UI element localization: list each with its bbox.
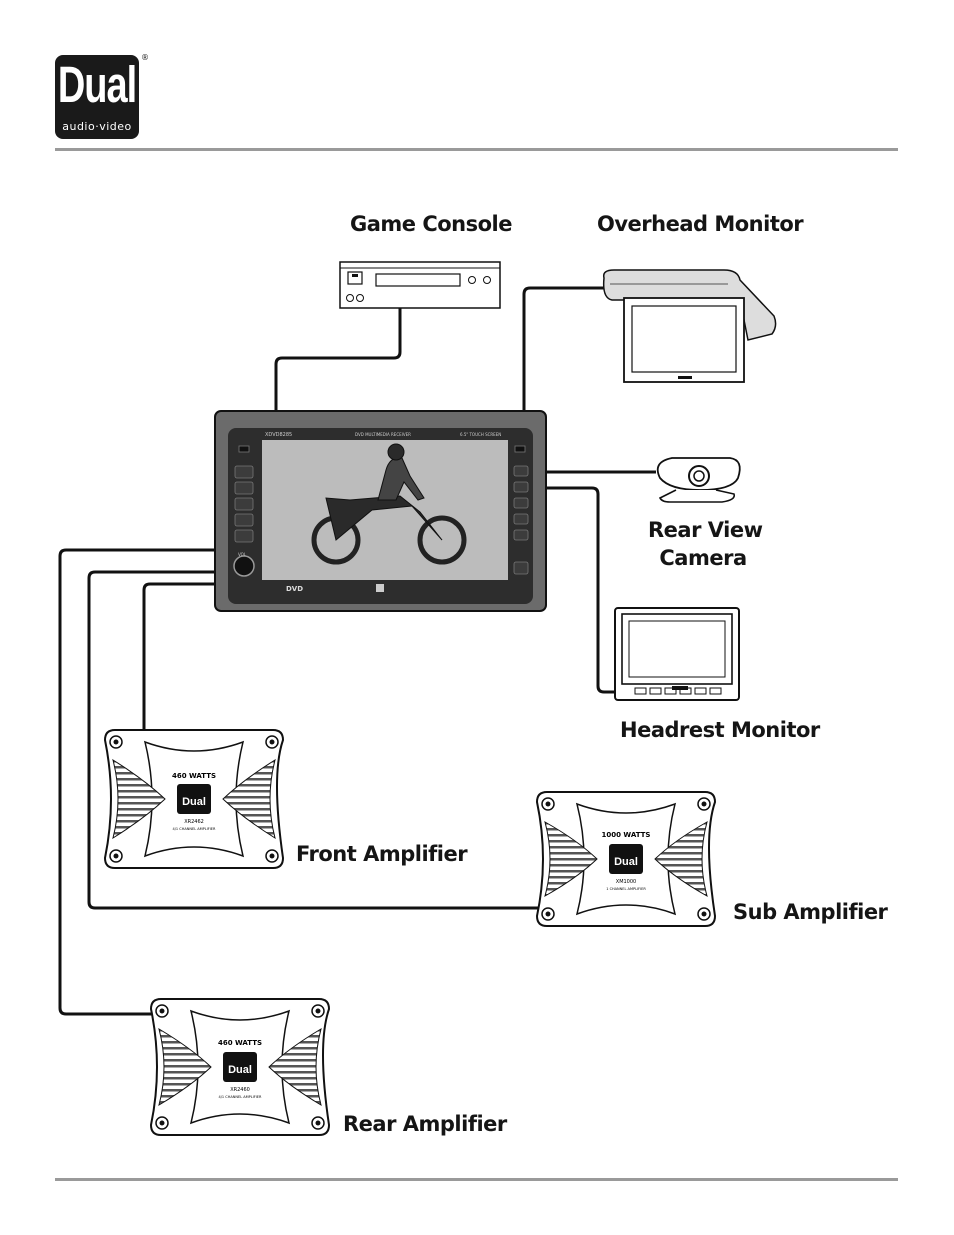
rear-view-camera-label: Rear View Camera — [648, 518, 763, 570]
sub-amp-model: XM1000 — [616, 879, 636, 885]
game-console-device — [339, 261, 501, 309]
sub-amp-desc: 1 CHANNEL AMPLIFIER — [606, 887, 646, 891]
left-buttons — [234, 445, 254, 543]
header-rule — [55, 148, 898, 151]
headrest-monitor-device — [614, 607, 740, 701]
cable-sub-amplifier — [87, 570, 540, 910]
front-amp-model: XR2462 — [184, 819, 204, 825]
head-unit: XDVD8285 DVD MULTIMEDIA RECEIVER 6.5" TO… — [214, 410, 547, 612]
sub-amplifier-device: 1000 WATTS Dual XM1000 1 CHANNEL AMPLIFI… — [535, 791, 717, 927]
logo-subtext: audio·video — [62, 120, 132, 133]
head-unit-title: DVD MULTIMEDIA RECEIVER — [355, 432, 411, 437]
rear-amplifier-device: 460 WATTS Dual XR2460 4/1 CHANNEL AMPLIF… — [149, 998, 331, 1136]
overhead-monitor-device — [602, 269, 777, 383]
cable-headrest-monitor — [546, 486, 622, 694]
rear-amp-desc: 4/1 CHANNEL AMPLIFIER — [219, 1095, 262, 1099]
rear-amplifier-label: Rear Amplifier — [343, 1112, 507, 1136]
vol-label: VOL — [238, 552, 247, 557]
front-amplifier-device: 460 WATTS Dual XR2462 4/1 CHANNEL AMPLIF… — [103, 729, 285, 869]
front-amp-watts: 460 WATTS — [172, 772, 216, 780]
cable-rear-amplifier — [58, 548, 215, 1016]
right-buttons — [513, 445, 529, 575]
rear-view-camera-label-line2: Camera — [659, 546, 747, 570]
rear-amp-watts: 460 WATTS — [218, 1039, 262, 1047]
rear-amp-logo: Dual — [228, 1064, 252, 1076]
cable-game-console — [274, 308, 402, 412]
motocross-image — [311, 443, 467, 565]
dvd-logo: DVD — [286, 585, 303, 593]
head-unit-model: XDVD8285 — [265, 432, 292, 438]
game-console-label: Game Console — [350, 212, 513, 236]
cables — [58, 286, 656, 1016]
overhead-monitor-label: Overhead Monitor — [597, 212, 804, 236]
rear-amp-model: XR2460 — [230, 1087, 250, 1093]
cable-overhead-monitor — [522, 286, 604, 412]
front-amp-desc: 4/1 CHANNEL AMPLIFIER — [173, 827, 216, 831]
head-unit-screen-text: 6.5" TOUCH SCREEN — [460, 432, 501, 437]
dual-logo: Dual audio·video — [55, 55, 139, 139]
sub-amp-watts: 1000 WATTS — [602, 831, 651, 839]
sub-amplifier-label: Sub Amplifier — [733, 900, 888, 924]
front-amplifier-label: Front Amplifier — [296, 842, 468, 866]
logo-text: Dual — [57, 57, 137, 115]
front-amp-logo: Dual — [182, 796, 206, 808]
rear-view-camera-device — [656, 457, 741, 503]
rear-view-camera-label-line1: Rear View — [648, 518, 763, 542]
volume-knob — [233, 555, 255, 577]
registered-mark: ® — [141, 53, 149, 62]
footer-rule — [55, 1178, 898, 1181]
cable-front-amplifier — [142, 582, 215, 732]
sub-amp-logo: Dual — [614, 856, 638, 868]
headrest-monitor-label: Headrest Monitor — [620, 718, 820, 742]
